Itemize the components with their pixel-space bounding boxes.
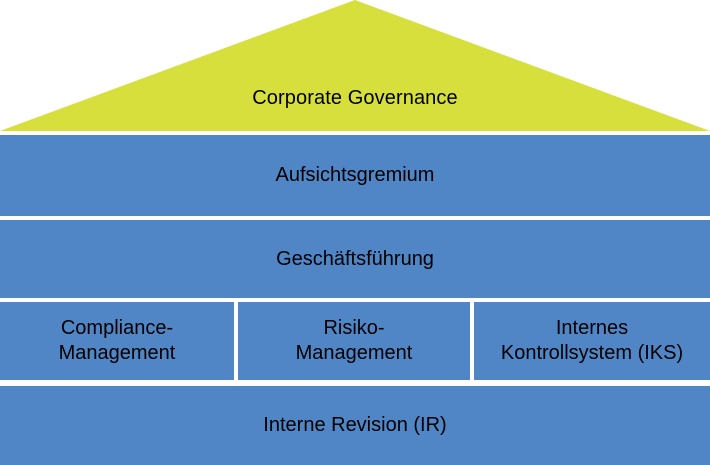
roof-triangle-icon [0, 0, 710, 131]
level-supervisory-body-label: Aufsichtsgremium [275, 164, 435, 186]
level-executive-management[interactable]: Geschäftsführung [0, 220, 710, 298]
foundation-internal-audit[interactable]: Interne Revision (IR) [0, 386, 710, 465]
pillar-compliance-management[interactable]: Compliance- Management [0, 302, 234, 380]
pillar-risk-management-label: Risiko- Management [295, 317, 413, 364]
foundation-internal-audit-label: Interne Revision (IR) [263, 414, 447, 436]
pillar-risk-management[interactable]: Risiko- Management [238, 302, 470, 380]
pillar-compliance-management-label: Compliance- Management [58, 317, 176, 364]
pillars-row: Compliance- Management Risiko- Managemen… [0, 302, 710, 380]
pillar-internal-control-system-label: Internes Kontrollsystem (IKS) [500, 317, 684, 364]
level-executive-management-label: Geschäftsführung [276, 247, 434, 270]
pillar-internal-control-system[interactable]: Internes Kontrollsystem (IKS) [474, 302, 710, 380]
roof-shape: Corporate Governance [0, 0, 710, 132]
level-supervisory-body[interactable]: Aufsichtsgremium [0, 135, 710, 216]
